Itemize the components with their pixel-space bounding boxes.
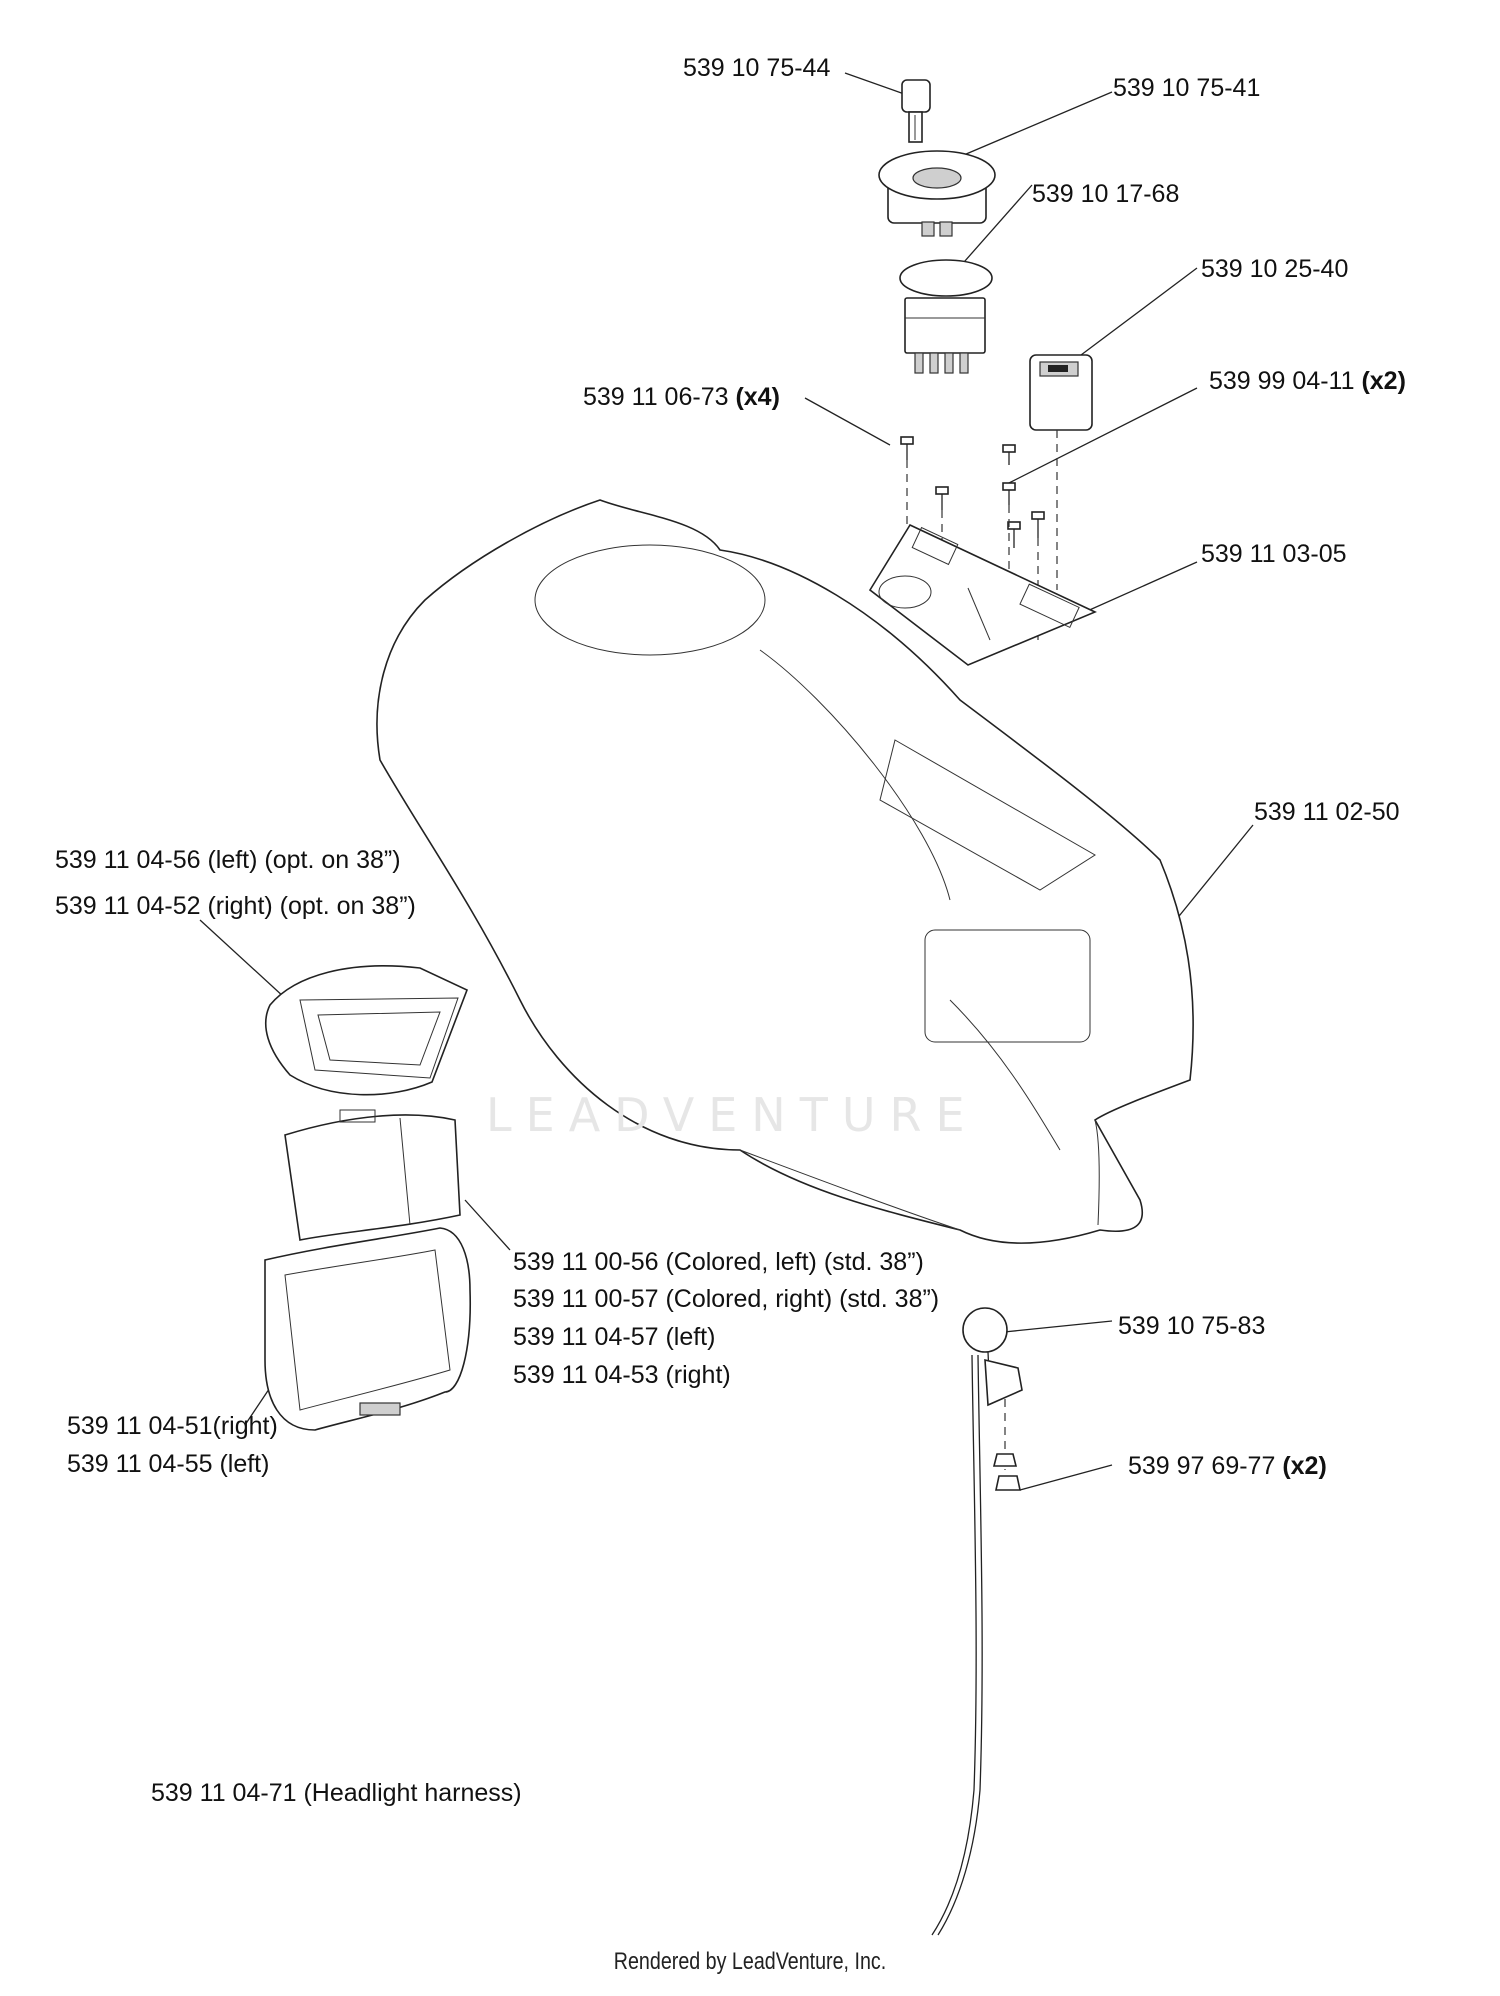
callout-ignition-switch[interactable]: 539 10 75-41: [1113, 74, 1261, 102]
headlight-housing-icon: [264, 965, 469, 1096]
bezel-icon: [264, 1227, 472, 1431]
hood-icon: [376, 499, 1194, 1244]
lens-icon: [284, 1109, 461, 1241]
pto-switch-icon: [899, 259, 993, 374]
callout-nut[interactable]: 539 97 69-77 (x2): [1128, 1452, 1327, 1480]
callout-key[interactable]: 539 10 75-44: [683, 54, 831, 82]
callout-bezel-right[interactable]: 539 11 04-51(right): [67, 1412, 278, 1440]
callout-switch-plate[interactable]: 539 11 03-05: [1201, 540, 1347, 568]
ignition-switch-icon: [878, 150, 996, 237]
callout-lens-1[interactable]: 539 11 00-56 (Colored, left) (std. 38”): [513, 1248, 924, 1276]
switch-plate-icon: [868, 523, 1097, 666]
callout-harness[interactable]: 539 11 04-71 (Headlight harness): [151, 1779, 522, 1807]
callout-lens-3[interactable]: 539 11 04-57 (left): [513, 1323, 716, 1351]
callout-lens-4[interactable]: 539 11 04-53 (right): [513, 1361, 731, 1389]
hour-meter-icon: [1029, 354, 1093, 431]
callout-hour-meter[interactable]: 539 10 25-40: [1201, 255, 1349, 283]
harness-icon: [931, 1307, 1023, 1936]
callout-bezel-left[interactable]: 539 11 04-55 (left): [67, 1450, 270, 1478]
callout-screw-a[interactable]: 539 11 06-73 (x4): [583, 383, 780, 411]
callout-screw-b[interactable]: 539 99 04-11 (x2): [1209, 367, 1406, 395]
callout-hood[interactable]: 539 11 02-50: [1254, 798, 1400, 826]
footer-credit: Rendered by LeadVenture, Inc.: [613, 1948, 887, 1975]
screws-icon: [900, 436, 1045, 548]
key-icon: [901, 79, 931, 143]
callout-pto-switch[interactable]: 539 10 17-68: [1032, 180, 1180, 208]
callout-knob[interactable]: 539 10 75-83: [1118, 1312, 1266, 1340]
callout-headlight-right[interactable]: 539 11 04-52 (right) (opt. on 38”): [55, 892, 416, 920]
callout-headlight-left[interactable]: 539 11 04-56 (left) (opt. on 38”): [55, 846, 401, 874]
watermark: LEADVENTURE: [486, 1088, 979, 1142]
callout-lens-2[interactable]: 539 11 00-57 (Colored, right) (std. 38”): [513, 1285, 940, 1313]
